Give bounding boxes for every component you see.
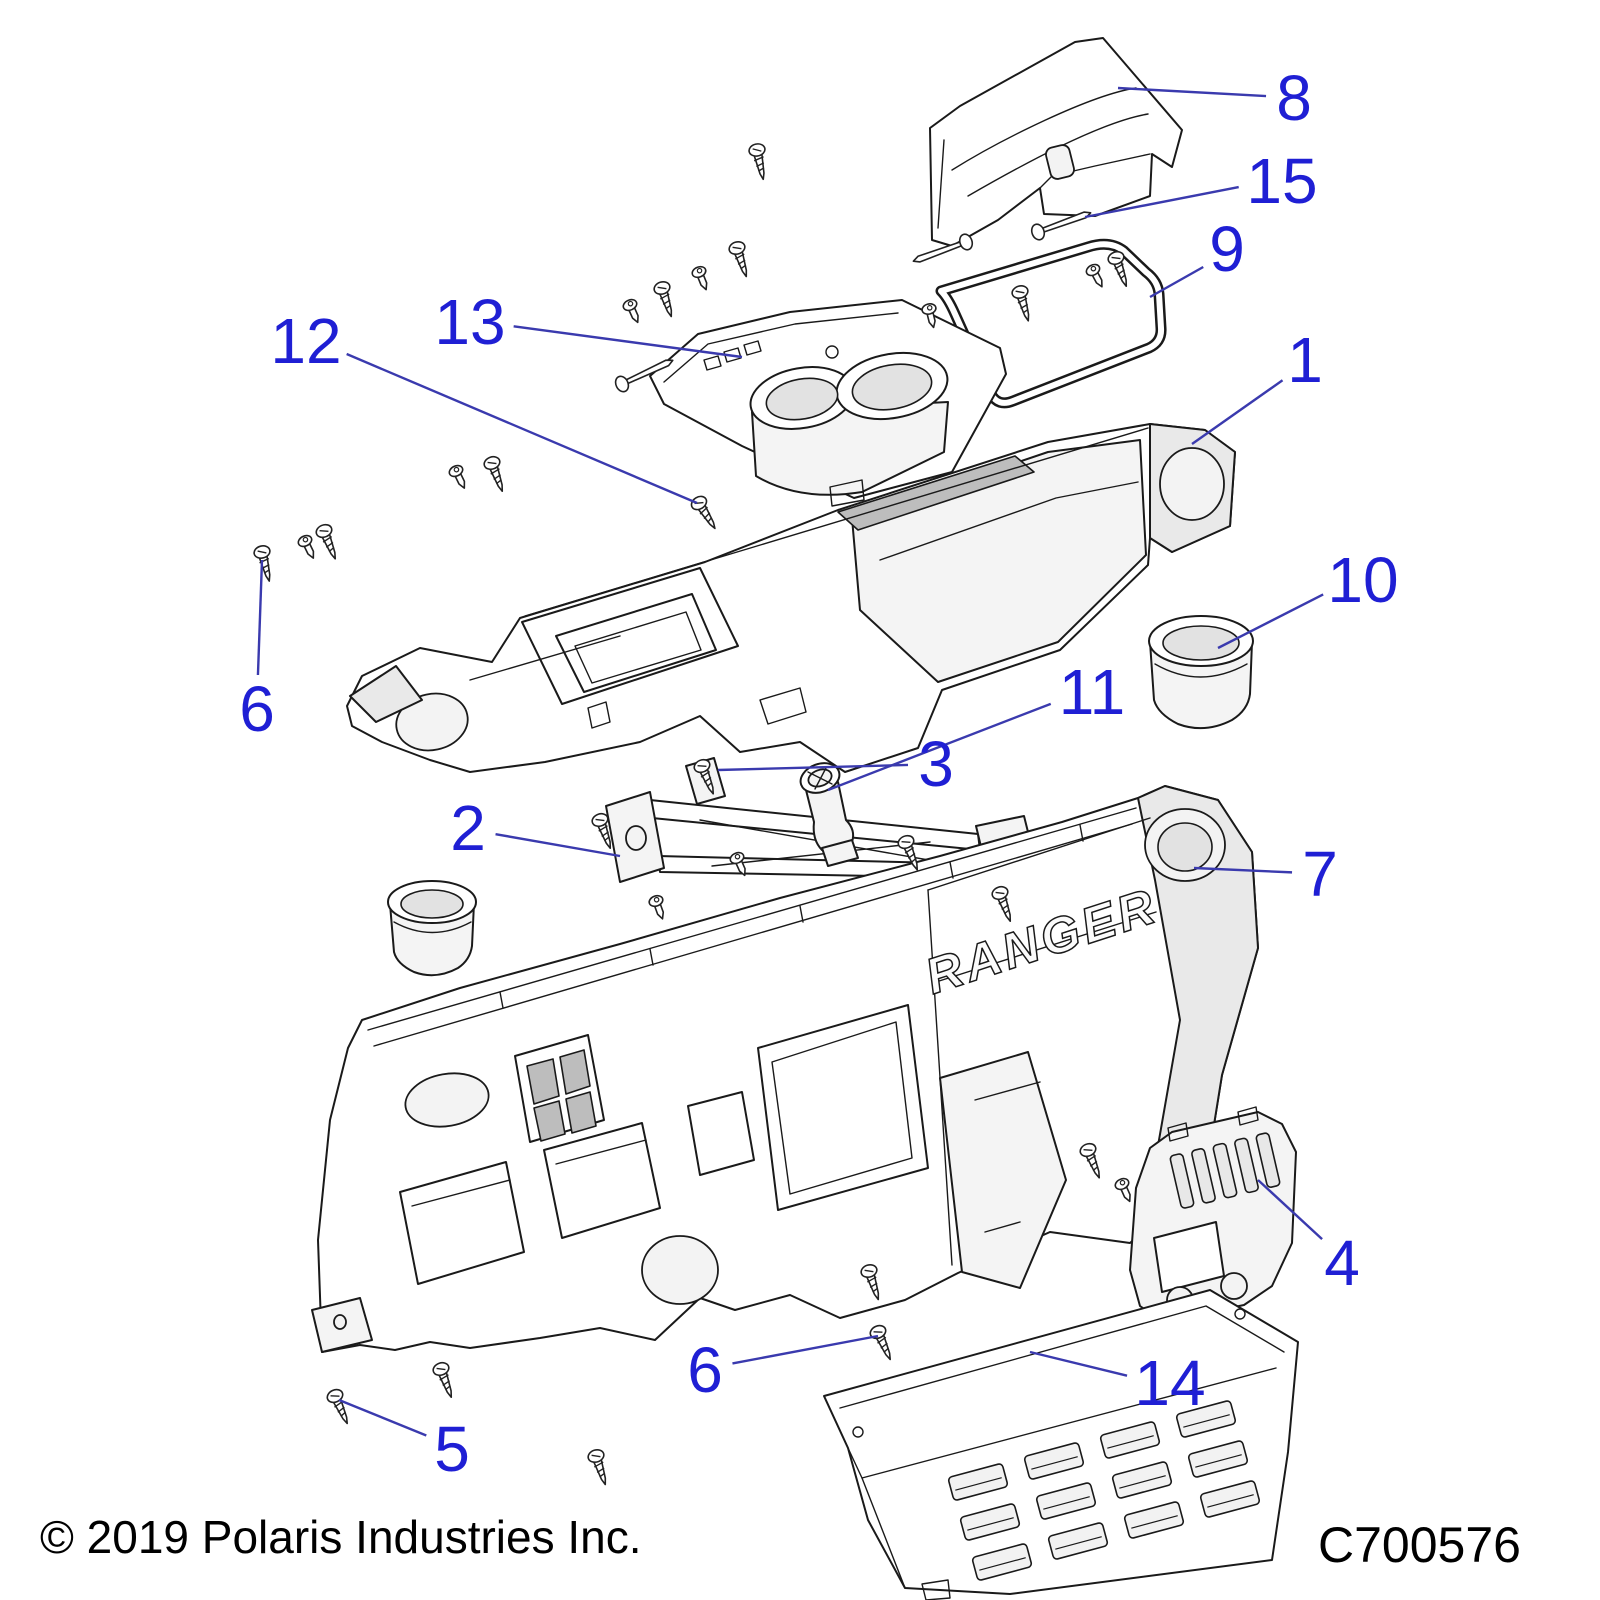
callout-8-label: 8 [1276,62,1312,134]
fastener-screw [1107,250,1128,287]
callout-6-label: 6 [687,1334,723,1406]
louver-vent-slot [1099,1421,1161,1459]
callout-4-leader [1257,1179,1323,1240]
part-upper-dash [346,423,1236,773]
part-switch-plate [1129,1106,1297,1323]
fastener-screw [1011,285,1030,322]
callout-1-label: 1 [1287,324,1323,396]
part-switch [799,762,859,867]
leader-lines-layer [256,86,1324,1437]
louver-vent-slot [971,1543,1033,1581]
callout-11-leader [827,702,1052,792]
fastener-screw [869,1324,892,1361]
louver-vent-slot [1111,1461,1173,1499]
fastener-screw [1079,1142,1101,1179]
louver-vent-slot [959,1503,1021,1541]
fastener-pin [912,233,974,263]
callout-10-leader [1217,593,1324,650]
fastener-rivet [1085,263,1103,288]
callout-12-leader [346,352,698,505]
callout-2-label: 2 [450,792,486,864]
part-glovebox-lid [929,37,1183,247]
fastener-screw [483,455,504,492]
louver-vent-slot [1187,1440,1249,1478]
fastener-screw [591,812,612,849]
fastener-screw [860,1263,880,1301]
fastener-screw [693,758,715,795]
fastener-rivet [297,534,315,559]
fastener-rivet [448,464,466,489]
callout-8-leader [1117,86,1267,98]
copyright-text: © 2019 Polaris Industries Inc. [40,1511,642,1563]
callout-14-label: 14 [1134,1347,1205,1419]
callout-1-leader [1191,379,1284,445]
fasteners-layer [253,143,1131,1486]
part-cup-insert-right [1148,615,1254,730]
fastener-screw [432,1361,453,1398]
part-glovebox-seal [935,238,1167,409]
drawing-id: C700576 [1318,1517,1521,1573]
fastener-screw [991,885,1012,922]
callout-11-label: 11 [1059,656,1125,728]
callout-7-leader [1193,866,1293,874]
louver-vent-slot [1047,1522,1109,1560]
callout-2-leader [495,832,621,858]
callout-6-leader [732,1334,879,1365]
part-vented-panel [823,1289,1299,1600]
callout-3-label: 3 [918,728,954,800]
fastener-screw [653,280,673,318]
callout-9-leader [1149,265,1204,299]
callout-6-leader [256,559,264,676]
fastener-rivet [622,298,639,324]
callout-9-label: 9 [1209,213,1245,285]
part-cupholder-console [649,299,1007,507]
part-lower-dash: RANGER [311,785,1259,1353]
louver-vent-slot [1199,1480,1261,1518]
switch-plate-slot [1191,1148,1216,1204]
callout-15-label: 15 [1246,145,1317,217]
callout-3-leader [717,763,909,772]
callout-6-label: 6 [239,673,275,745]
switch-plate-slot [1212,1142,1238,1199]
callout-10-label: 10 [1327,544,1398,616]
callout-15-leader [1084,185,1239,219]
fastener-rivet [729,851,746,877]
callout-12-label: 12 [270,305,341,377]
callout-13-leader [513,325,743,359]
louver-vent-slot [947,1463,1009,1501]
fastener-rivet [648,894,665,920]
callout-14-leader [1029,1350,1128,1377]
louver-vent-slot [1123,1501,1185,1539]
fastener-screw [897,834,919,871]
fastener-screw [587,1448,607,1486]
fastener-rivet [921,303,937,329]
louver-vent-slot [1035,1482,1097,1520]
fastener-pin [614,359,674,393]
callout-5-label: 5 [434,1413,470,1485]
fastener-rivet [1114,1177,1131,1203]
fastener-screw [748,143,766,181]
callout-13-label: 13 [434,286,505,358]
fastener-screw [690,495,716,530]
louver-vent-slot [1175,1400,1237,1438]
louver-vent-slot [1023,1442,1085,1480]
fastener-screw [326,1388,349,1425]
fastener-rivet [691,265,708,291]
fastener-screw [728,240,748,278]
switch-plate-slot [1255,1132,1281,1188]
switch-plate-slot [1169,1153,1195,1209]
fastener-screw [315,523,337,560]
callout-5-leader [338,1398,427,1437]
switch-plate-slot [1234,1137,1259,1194]
callout-7-label: 7 [1302,838,1338,910]
part-cup-insert-left [387,880,477,977]
callout-4-label: 4 [1324,1227,1360,1299]
fastener-screw [253,545,271,582]
